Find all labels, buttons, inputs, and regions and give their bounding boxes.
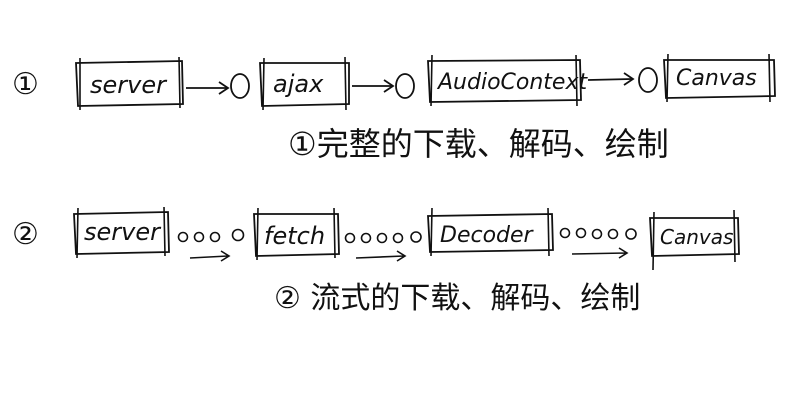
row-1-connector-3-circle [638, 67, 658, 93]
row-1-node-server: server [75, 56, 184, 110]
row-1-node-canvas-label: Canvas [676, 66, 757, 91]
row-2-caption: ② 流式的下载、解码、绘制 [274, 281, 640, 316]
row-1-node-ajax-label: ajax [273, 70, 324, 98]
row-2-node-canvas: Canvas [649, 209, 740, 271]
row-2-connector-2-circles [344, 231, 422, 244]
row-1-node-server-label: server [90, 71, 168, 99]
row-2-node-canvas-label: Canvas [660, 225, 733, 249]
row-2-connector-3-circles [559, 227, 637, 240]
row-2-connector-2 [344, 231, 422, 262]
row-2-connector-3-arrow [571, 247, 629, 259]
row-2-connector-2-arrow [355, 250, 407, 262]
row-1-node-audiocontext: AudioContext [427, 54, 588, 107]
row-2-node-fetch: fetch [253, 207, 340, 261]
row-2-connector-3 [559, 227, 637, 259]
row-1-connector-1-circle [230, 73, 250, 99]
row-1-caption: ①完整的下载、解码、绘制 [288, 125, 669, 163]
row-1-node-ajax: ajax [259, 56, 350, 111]
row-1-connector-2 [352, 73, 415, 99]
row-1-marker: ① [12, 67, 39, 102]
row-2-connector-1-arrow [189, 250, 231, 262]
row-2-marker: ② [12, 217, 39, 252]
row-2-node-decoder: Decoder [427, 207, 554, 257]
row-1-connector-2-circle [395, 73, 415, 99]
row-2-connector-1 [177, 228, 245, 262]
row-1-node-canvas: Canvas [663, 53, 776, 103]
row-1-connector-1 [186, 73, 250, 99]
row-2-node-fetch-label: fetch [264, 222, 325, 250]
row-2-node-decoder-label: Decoder [440, 223, 535, 248]
row-1-node-audiocontext-label: AudioContext [436, 70, 588, 95]
row-2-connector-1-circles [177, 228, 245, 243]
row-2-node-server: server [73, 206, 170, 259]
row-1-connector-3 [587, 67, 658, 93]
row-1: ① server ajax [12, 53, 776, 163]
row-2: ② server fetch [12, 206, 740, 316]
row-2-node-server-label: server [84, 218, 162, 246]
